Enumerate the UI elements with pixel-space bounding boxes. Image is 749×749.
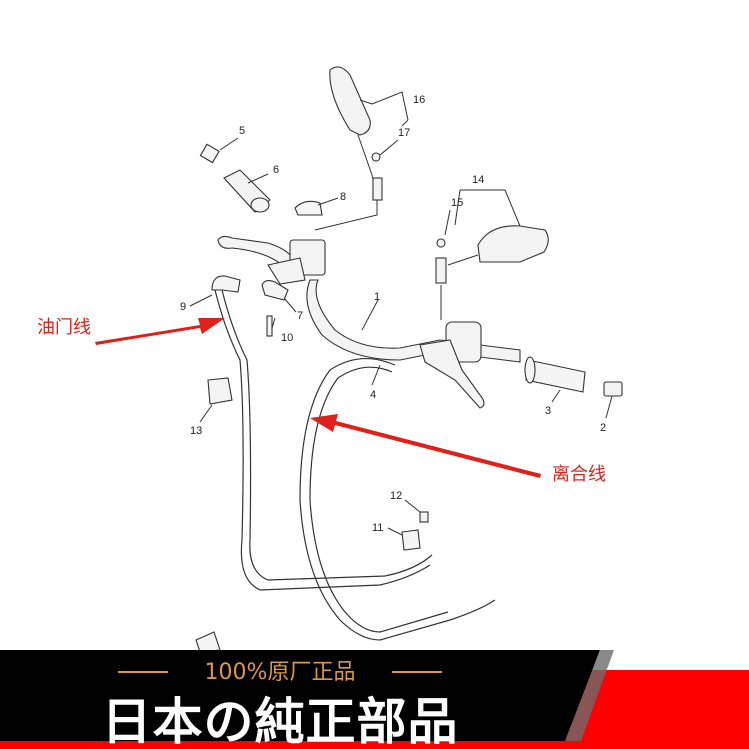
throttle-cable-annotation: 油门线 [37, 317, 91, 338]
right-mirror [477, 225, 549, 263]
clutch-cable-annotation: 离合线 [552, 464, 606, 485]
label-12: 12 [390, 490, 402, 502]
label-15: 15 [451, 197, 463, 209]
arrow-throttle [95, 318, 225, 345]
banner-title: 日本の純正部品 [101, 693, 459, 749]
arrow-clutch [310, 414, 541, 478]
label-16: 16 [413, 94, 425, 106]
label-7: 7 [297, 310, 303, 322]
label-6: 6 [273, 164, 279, 176]
label-5: 5 [239, 125, 245, 137]
promo-banner [0, 650, 749, 749]
banner-subtitle: 100%原厂正品 [204, 660, 356, 685]
handlebar [306, 279, 521, 363]
label-11: 11 [372, 522, 383, 534]
label-2: 2 [600, 422, 606, 434]
label-4: 4 [370, 389, 376, 401]
label-3: 3 [545, 405, 551, 417]
label-1: 1 [374, 291, 380, 303]
label-13: 13 [190, 425, 202, 437]
label-9: 9 [180, 301, 186, 313]
throttle-cable [214, 289, 431, 591]
clutch-cable [299, 357, 496, 641]
left-mirror [329, 66, 371, 136]
label-8: 8 [340, 191, 346, 203]
label-14: 14 [472, 174, 484, 186]
label-10: 10 [281, 332, 293, 344]
label-17: 17 [398, 127, 410, 139]
